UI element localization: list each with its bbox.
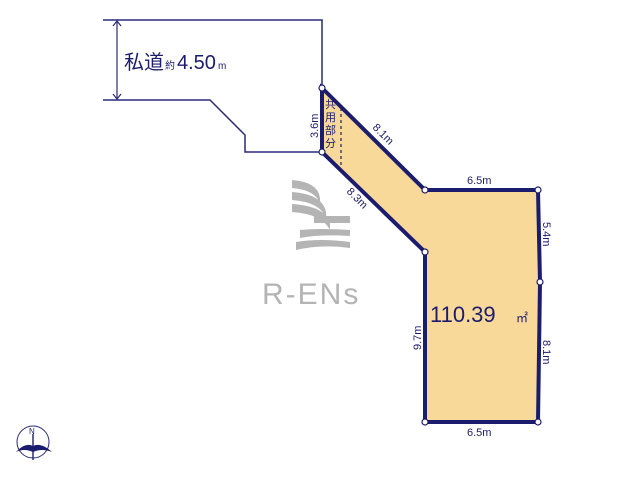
dim-left: 9.7m	[412, 326, 424, 350]
dim-right-upper: 5.4m	[540, 222, 552, 246]
dim-bottom: 6.5m	[467, 427, 491, 439]
dim-right-lower: 8.1m	[540, 340, 552, 364]
shared-part-label: 共 用 部 分	[325, 98, 336, 150]
svg-text:用: 用	[325, 112, 336, 124]
lot-area-value: 110.39	[430, 302, 496, 327]
svg-text:分: 分	[325, 137, 336, 150]
dim-shared-width: 3.6m	[309, 114, 321, 138]
watermark-text: R-ENs	[262, 278, 360, 311]
lot-boundary	[320, 83, 543, 424]
north-arrow-icon: N	[16, 425, 52, 460]
svg-text:部: 部	[325, 123, 336, 137]
road-label-approx: 約	[165, 59, 175, 72]
compass-north-label: N	[29, 427, 35, 436]
road-width-label: 私道 約 4.50 m	[124, 51, 226, 74]
private-road	[103, 19, 323, 153]
dim-top: 6.5m	[467, 175, 491, 187]
road-label-value: 4.50	[177, 52, 216, 74]
road-label-unit: m	[218, 61, 226, 72]
watermark-logo-icon	[292, 180, 350, 250]
svg-text:共: 共	[325, 98, 336, 111]
lot-area-unit: ㎡	[516, 311, 528, 325]
vertex-markers	[318, 84, 544, 426]
road-label-main: 私道	[124, 51, 164, 74]
